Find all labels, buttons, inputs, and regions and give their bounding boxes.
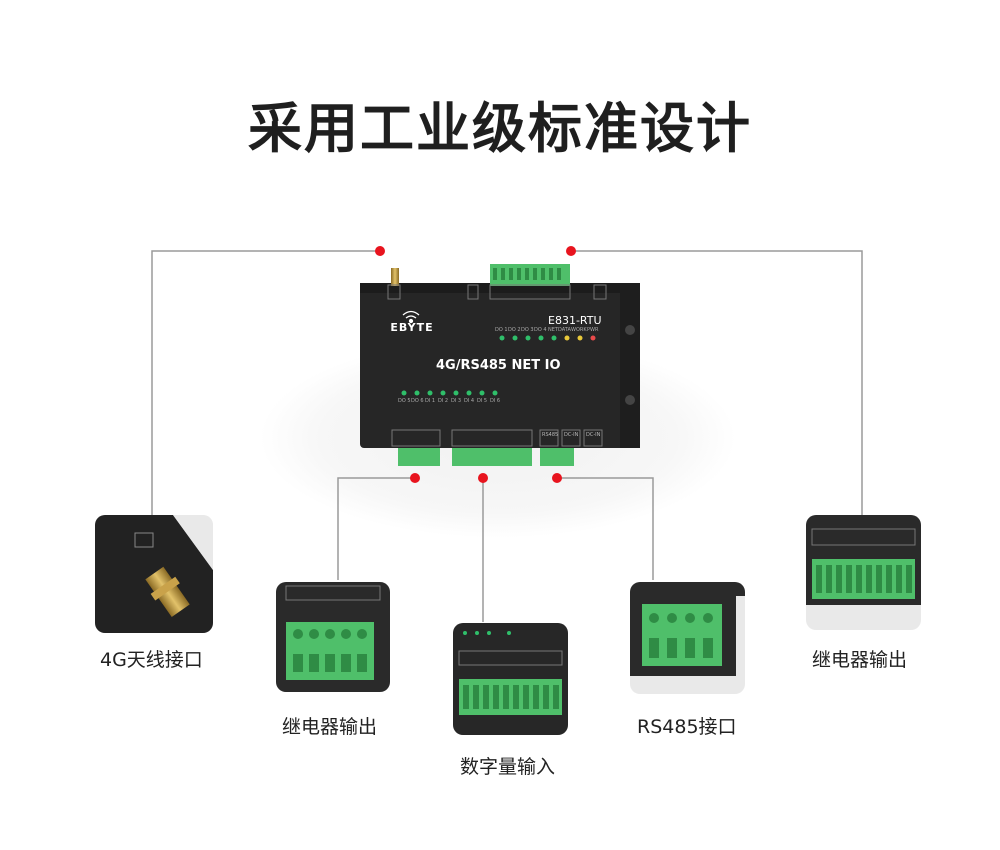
led-label: DI 2 [438, 398, 449, 404]
do-led-labels: DO 1 DO 2 DO 3 DO 4 NET DATA WORK PWR [495, 327, 605, 335]
led-label: DI 5 [477, 398, 488, 404]
port-label-rs485: RS485 [542, 432, 559, 438]
rs485-port-label: RS485接口 [637, 716, 737, 738]
device-product-name: 4G/RS485 NET IO [436, 358, 561, 373]
led-label: DI 1 [425, 398, 436, 404]
page-title: 采用工业级标准设计 [248, 97, 752, 160]
rs485-terminal-illustration [630, 582, 745, 676]
leader-lines [151, 250, 863, 622]
led-label: DO 4 [534, 327, 547, 333]
antenna-detail-photo [95, 515, 213, 633]
callout-markers [375, 246, 576, 483]
wifi-icon [402, 310, 420, 324]
led-label: DO 2 [508, 327, 521, 333]
led-label: WORK [571, 327, 587, 333]
relay-terminal-illustration [276, 582, 390, 692]
digital-input-label: 数字量输入 [460, 756, 556, 778]
led-label: PWR [587, 327, 599, 333]
led-label: DO 1 [495, 327, 508, 333]
relay-left-detail-photo [276, 582, 390, 692]
digital-input-detail-photo [453, 623, 568, 735]
relay-right-detail-photo [806, 515, 921, 630]
port-label-dcin: DC-IN [586, 432, 601, 438]
relay-output-label-right: 继电器输出 [812, 649, 908, 671]
led-label: DATA [558, 327, 571, 333]
antenna-port-label: 4G天线接口 [100, 649, 203, 671]
port-label-dcin: DC-IN [564, 432, 579, 438]
di-led-labels: DO 5 DO 6 DI 1 DI 2 DI 3 DI 4 DI 5 DI 6 [398, 398, 508, 406]
relay-terminal-illustration [806, 515, 921, 605]
relay-output-label-left: 继电器输出 [282, 716, 378, 738]
antenna-connector-illustration [95, 515, 213, 633]
rs485-detail-photo [630, 582, 745, 694]
device-model: E831-RTU [548, 314, 602, 327]
led-label: DO 3 [521, 327, 534, 333]
led-label: DO 5 [398, 398, 411, 404]
led-label: DO 6 [411, 398, 424, 404]
led-label: DI 4 [464, 398, 475, 404]
led-label: NET [548, 327, 558, 333]
led-label: DI 3 [451, 398, 462, 404]
device-brand: EBYTE [390, 321, 434, 334]
digital-input-terminal-illustration [453, 623, 568, 735]
led-label: DI 6 [490, 398, 501, 404]
port-labels: RS485 DC-IN DC-IN [540, 432, 604, 440]
device-body [360, 264, 640, 466]
